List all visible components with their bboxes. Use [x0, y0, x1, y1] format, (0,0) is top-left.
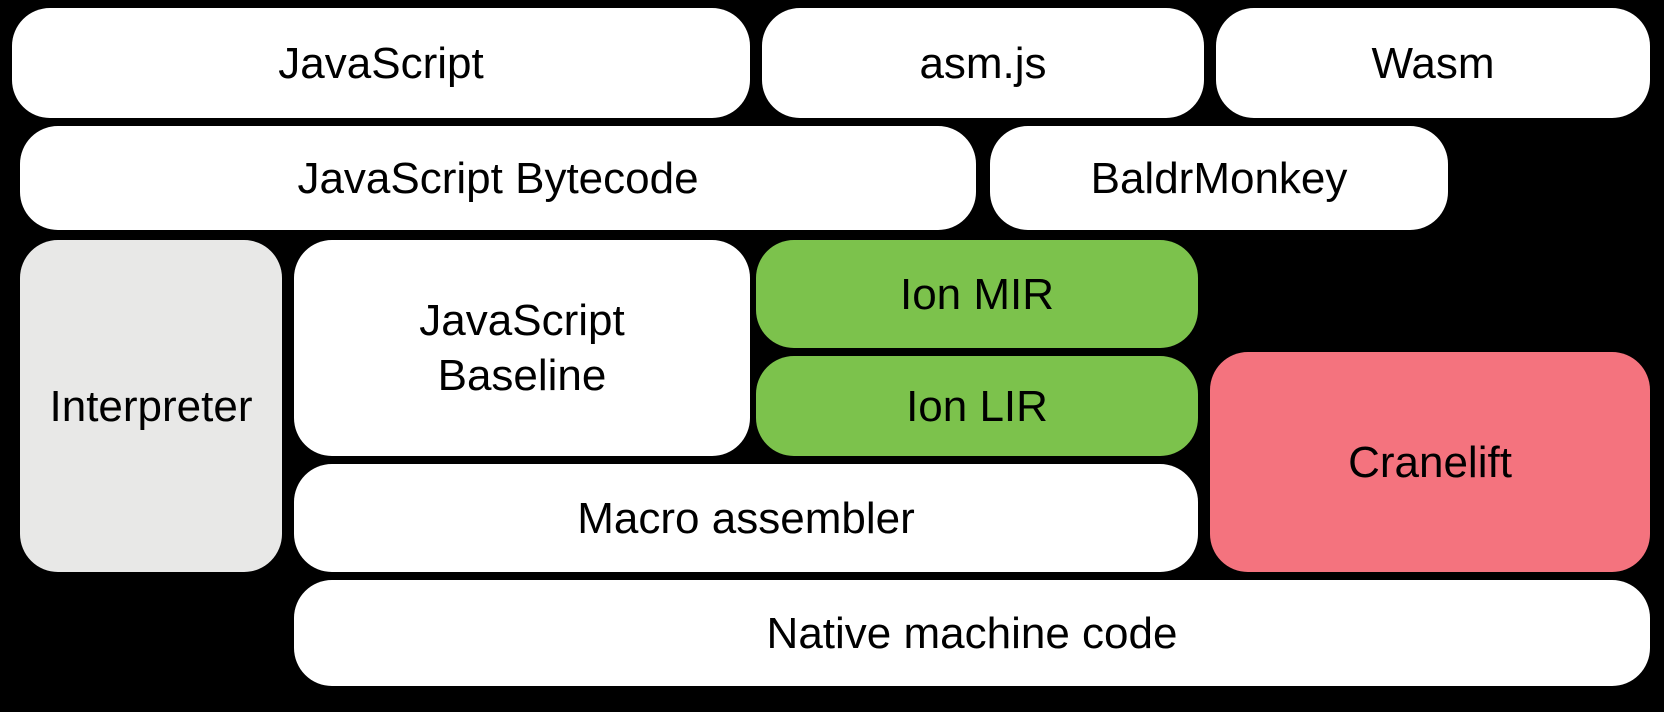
node-javascript-baseline-label: JavaScript Baseline	[419, 296, 625, 400]
node-javascript-bytecode: JavaScript Bytecode	[20, 126, 976, 230]
node-ion-mir: Ion MIR	[756, 240, 1198, 348]
node-ion-mir-label: Ion MIR	[899, 269, 1055, 319]
node-macro-assembler-label: Macro assembler	[577, 493, 915, 543]
node-native-machine-code-label: Native machine code	[766, 608, 1178, 658]
node-baldrmonkey: BaldrMonkey	[990, 126, 1448, 230]
node-asm-js: asm.js	[762, 8, 1204, 118]
node-ion-lir: Ion LIR	[756, 356, 1198, 456]
node-ion-lir-label: Ion LIR	[906, 381, 1048, 431]
node-baldrmonkey-label: BaldrMonkey	[1090, 153, 1348, 203]
node-cranelift: Cranelift	[1210, 352, 1650, 572]
node-native-machine-code: Native machine code	[294, 580, 1650, 686]
node-asm-js-label: asm.js	[919, 38, 1047, 88]
node-wasm: Wasm	[1216, 8, 1650, 118]
node-cranelift-label: Cranelift	[1348, 437, 1512, 487]
node-interpreter: Interpreter	[20, 240, 282, 572]
node-macro-assembler: Macro assembler	[294, 464, 1198, 572]
node-javascript-bytecode-label: JavaScript Bytecode	[297, 153, 699, 203]
node-javascript-label: JavaScript	[278, 38, 484, 88]
node-wasm-label: Wasm	[1371, 38, 1495, 88]
node-javascript-baseline: JavaScript Baseline	[294, 240, 750, 456]
node-javascript: JavaScript	[12, 8, 750, 118]
node-interpreter-label: Interpreter	[49, 381, 253, 431]
